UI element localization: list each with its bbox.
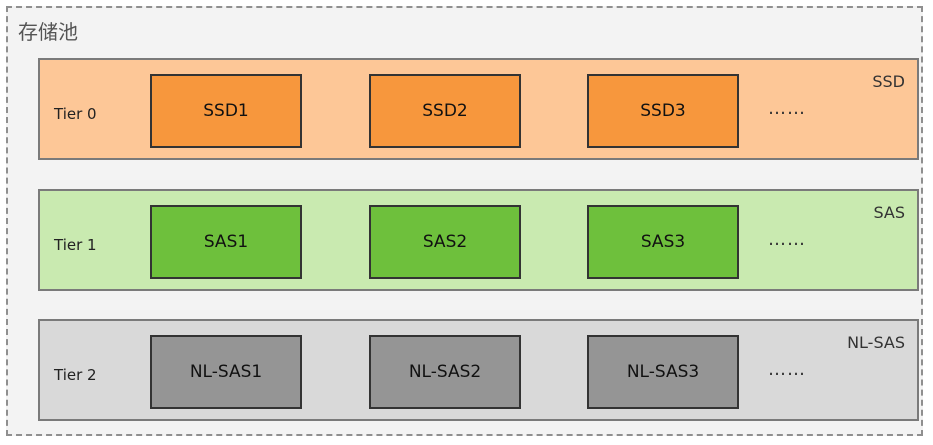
disk-sas1: SAS1 — [150, 205, 302, 279]
tier-1-kind: SAS — [873, 203, 905, 222]
disk-sas3: SAS3 — [587, 205, 739, 279]
tier-1-more: …… — [768, 229, 806, 250]
tier-1-band: Tier 1 SAS SAS1 SAS2 SAS3 …… — [38, 189, 919, 291]
tier-2-band: Tier 2 NL-SAS NL-SAS1 NL-SAS2 NL-SAS3 …… — [38, 319, 919, 421]
disk-nl-sas1: NL-SAS1 — [150, 335, 302, 409]
disk-ssd2: SSD2 — [369, 74, 521, 148]
tier-2-kind: NL-SAS — [847, 333, 905, 352]
tier-0-more: …… — [768, 98, 806, 119]
tier-1-label: Tier 1 — [54, 236, 97, 254]
disk-ssd3: SSD3 — [587, 74, 739, 148]
disk-sas2: SAS2 — [369, 205, 521, 279]
tier-2-label: Tier 2 — [54, 366, 97, 384]
tier-0-label: Tier 0 — [54, 105, 97, 123]
tier-0-kind: SSD — [872, 72, 905, 91]
tier-2-more: …… — [768, 359, 806, 380]
pool-title: 存储池 — [18, 20, 78, 44]
disk-ssd1: SSD1 — [150, 74, 302, 148]
disk-nl-sas3: NL-SAS3 — [587, 335, 739, 409]
disk-nl-sas2: NL-SAS2 — [369, 335, 521, 409]
tier-0-band: Tier 0 SSD SSD1 SSD2 SSD3 …… — [38, 58, 919, 160]
